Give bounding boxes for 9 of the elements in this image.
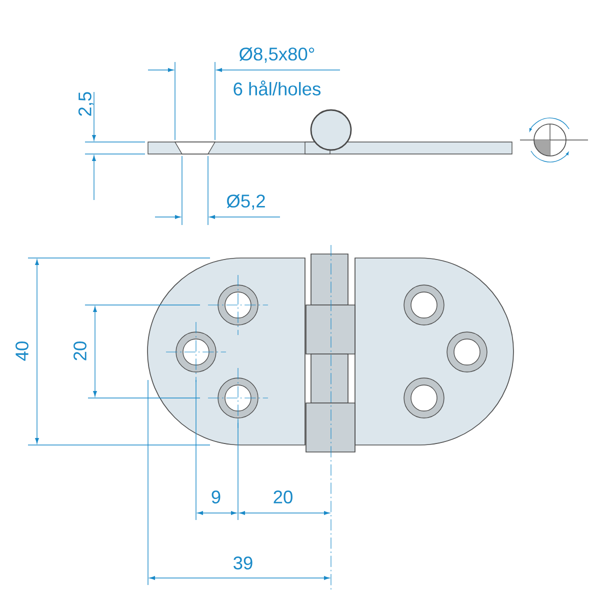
dimension-label: 20 [274,490,292,504]
dimension-label: Ø5,2 [226,194,265,210]
dimension-label: 9 [212,490,220,504]
dimension-label: Ø8,5x80° [239,47,314,63]
dimension-label: 40 [16,342,28,361]
dimension-label: 6 hål/holes [234,80,321,96]
dimension-label: 20 [74,342,86,360]
dimension-label: 2,5 [78,92,94,116]
dimension-label: 39 [234,556,252,570]
